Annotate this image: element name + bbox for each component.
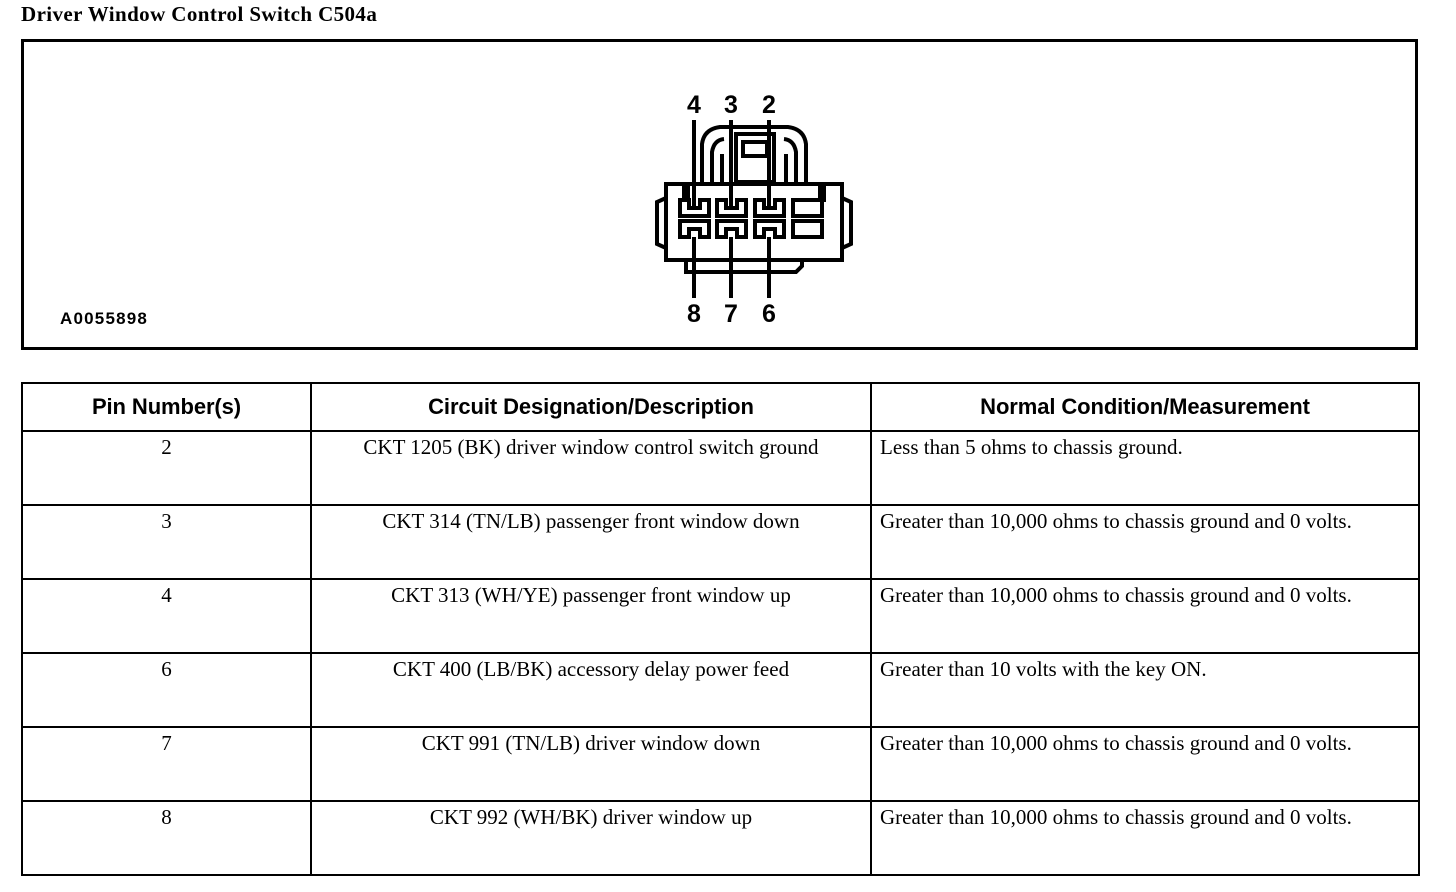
pin-leader-lines-bottom <box>692 237 771 298</box>
cavity-pin-2 <box>753 198 786 218</box>
cavity-bottom-unlabeled <box>791 219 824 239</box>
table-header-row: Pin Number(s) Circuit Designation/Descri… <box>21 382 1420 432</box>
column-header-circuit-designation: Circuit Designation/Description <box>310 382 872 432</box>
connector-bottom-lip <box>684 260 804 274</box>
connector-svg: 4 3 2 8 7 6 <box>655 91 853 328</box>
cavity-pin-6 <box>753 219 786 239</box>
cell-normal: Greater than 10,000 ohms to chassis grou… <box>870 578 1420 654</box>
cell-circuit: CKT 992 (WH/BK) driver window up <box>310 800 872 876</box>
pin-table: Pin Number(s) Circuit Designation/Descri… <box>21 382 1420 876</box>
pin-label-7: 7 <box>724 300 738 328</box>
connector-side-tabs <box>655 196 853 250</box>
pin-label-8: 8 <box>687 300 701 328</box>
pin-label-4: 4 <box>687 91 701 119</box>
cell-circuit: CKT 1205 (BK) driver window control swit… <box>310 430 872 506</box>
cell-normal: Greater than 10,000 ohms to chassis grou… <box>870 504 1420 580</box>
cavity-row-top <box>678 198 824 218</box>
cell-circuit: CKT 314 (TN/LB) passenger front window d… <box>310 504 872 580</box>
cell-normal: Greater than 10 volts with the key ON. <box>870 652 1420 728</box>
cell-pin-number: 3 <box>21 504 312 580</box>
table-row: 3 CKT 314 (TN/LB) passenger front window… <box>21 504 1420 580</box>
page-title: Driver Window Control Switch C504a <box>21 2 378 26</box>
cell-normal: Greater than 10,000 ohms to chassis grou… <box>870 726 1420 802</box>
cavity-row-bottom <box>678 219 824 239</box>
column-header-normal-condition: Normal Condition/Measurement <box>870 382 1420 432</box>
connector-figure-box: A0055898 <box>21 39 1418 350</box>
cavity-pin-4 <box>678 198 711 218</box>
side-tab-right <box>841 196 853 250</box>
pin-label-3: 3 <box>724 91 738 119</box>
table-row: 8 CKT 992 (WH/BK) driver window up Great… <box>21 800 1420 876</box>
cell-normal: Greater than 10,000 ohms to chassis grou… <box>870 800 1420 876</box>
cell-pin-number: 6 <box>21 652 312 728</box>
table-row: 6 CKT 400 (LB/BK) accessory delay power … <box>21 652 1420 728</box>
connector-top-latch <box>700 125 808 184</box>
cell-circuit: CKT 400 (LB/BK) accessory delay power fe… <box>310 652 872 728</box>
table-body: 2 CKT 1205 (BK) driver window control sw… <box>21 430 1420 876</box>
table-row: 4 CKT 313 (WH/YE) passenger front window… <box>21 578 1420 654</box>
cavity-pin-3 <box>715 198 748 218</box>
figure-id-label: A0055898 <box>60 309 149 328</box>
cell-pin-number: 2 <box>21 430 312 506</box>
column-header-pin-number: Pin Number(s) <box>21 382 312 432</box>
cell-pin-number: 4 <box>21 578 312 654</box>
connector-diagram: 4 3 2 8 7 6 <box>624 82 884 332</box>
cavity-top-unlabeled <box>791 198 824 218</box>
cell-circuit: CKT 991 (TN/LB) driver window down <box>310 726 872 802</box>
pin-label-2: 2 <box>762 91 776 119</box>
cell-circuit: CKT 313 (WH/YE) passenger front window u… <box>310 578 872 654</box>
cavity-pin-7 <box>715 219 748 239</box>
cavity-pin-8 <box>678 219 711 239</box>
side-tab-left <box>655 196 667 250</box>
table-row: 7 CKT 991 (TN/LB) driver window down Gre… <box>21 726 1420 802</box>
connector-body-outline <box>664 182 844 262</box>
cell-pin-number: 7 <box>21 726 312 802</box>
pin-label-6: 6 <box>762 300 776 328</box>
table-row: 2 CKT 1205 (BK) driver window control sw… <box>21 430 1420 506</box>
cell-normal: Less than 5 ohms to chassis ground. <box>870 430 1420 506</box>
cell-pin-number: 8 <box>21 800 312 876</box>
